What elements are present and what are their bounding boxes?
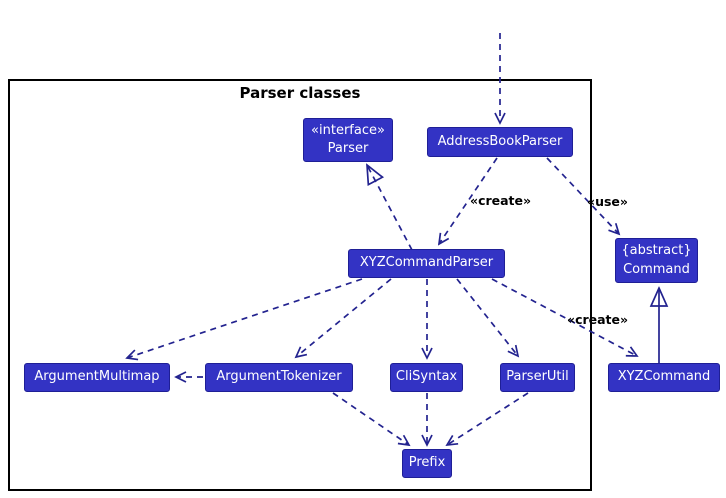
xyzcommand-name: XYZCommand <box>617 369 711 385</box>
edge-argumenttokenizer-to-prefix <box>332 392 411 447</box>
edge-xyzcommandparser-to-xyzcommand <box>491 278 639 357</box>
class-argumenttokenizer: ArgumentTokenizer <box>205 363 353 392</box>
xyzcommandparser-name: XYZCommandParser <box>359 255 494 271</box>
parser-interface-name: Parser <box>327 141 369 156</box>
edge-label-create-command: «create» <box>567 312 629 327</box>
package-title: Parser classes <box>239 84 361 102</box>
edge-label-create-commandparser: «create» <box>470 193 532 208</box>
class-argumentmultimap: ArgumentMultimap <box>24 363 170 392</box>
class-xyzcommandparser: XYZCommandParser <box>348 249 505 278</box>
command-name: Command <box>623 261 690 277</box>
parser-interface-stereotype: «interface» <box>311 122 385 138</box>
class-addressbookparser: AddressBookParser <box>427 127 573 157</box>
package-frame <box>8 79 592 491</box>
class-parser-interface: «interface» Parser <box>303 118 393 162</box>
edge-parserutil-to-prefix <box>445 392 529 447</box>
class-parserutil: ParserUtil <box>500 363 575 392</box>
edge-xyzcommandparser-to-argumentmultimap <box>125 278 363 361</box>
class-clisyntax: CliSyntax <box>390 363 463 392</box>
class-command-abstract: {abstract} Command <box>615 238 698 283</box>
class-prefix: Prefix <box>402 449 452 478</box>
edge-xyzcommandparser-to-parserutil <box>456 278 520 358</box>
class-xyzcommand: XYZCommand <box>608 363 720 392</box>
argumenttokenizer-name: ArgumentTokenizer <box>216 369 342 385</box>
prefix-name: Prefix <box>408 455 446 471</box>
edge-xyzcommandparser-to-argumenttokenizer <box>294 278 392 359</box>
edge-label-use-command: «use» <box>587 194 628 209</box>
parserutil-name: ParserUtil <box>506 369 569 385</box>
clisyntax-name: CliSyntax <box>395 369 458 385</box>
command-stereotype: {abstract} <box>621 243 692 259</box>
argumentmultimap-name: ArgumentMultimap <box>34 369 160 385</box>
edge-xyzcommandparser-realizes-parser <box>367 165 413 251</box>
addressbookparser-name: AddressBookParser <box>437 133 563 149</box>
